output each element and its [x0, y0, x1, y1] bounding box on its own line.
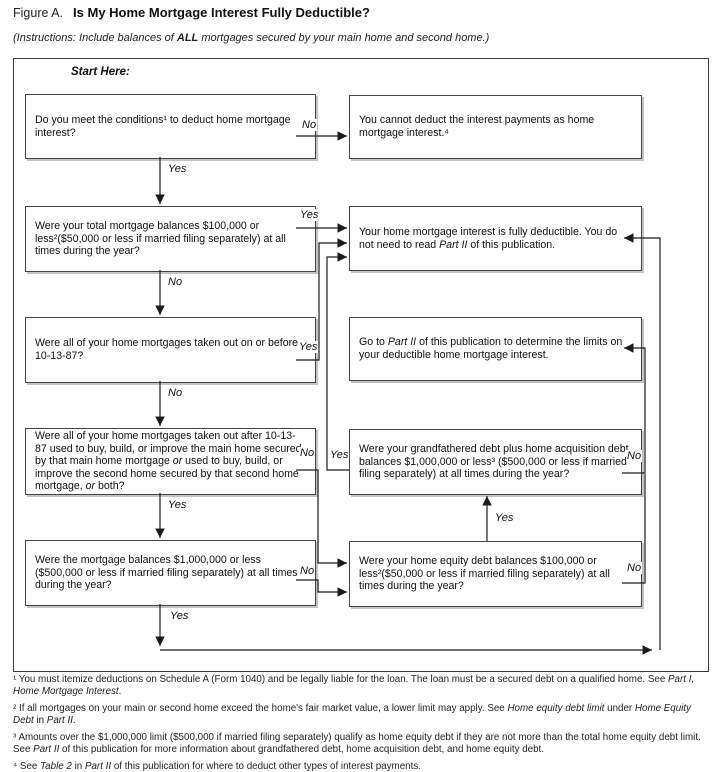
box-text: Do you meet the conditions¹ to deduct ho…: [35, 113, 291, 139]
page-title: Figure A. Is My Home Mortgage Interest F…: [13, 5, 370, 20]
box-text: Were your grandfathered debt plus home a…: [359, 443, 629, 481]
edge-label-grandfathered-yes: Yes: [329, 449, 350, 461]
box-q-balance-1m: Were the mortgage balances $1,000,000 or…: [25, 540, 316, 606]
box-q-meet-conditions: Do you meet the conditions¹ to deduct ho…: [25, 94, 316, 159]
box-r-cannot-deduct: You cannot deduct the interest payments …: [349, 95, 642, 159]
box-q-total-balances: Were your total mortgage balances $100,0…: [25, 206, 316, 272]
footnote-4: ⁴ See Table 2 in Part II of this publica…: [13, 761, 421, 772]
footnote-1: ¹ You must itemize deductions on Schedul…: [13, 674, 695, 698]
instructions-prefix: (Instructions: Include balances of: [13, 32, 177, 44]
box-text: Go to Part II of this publication to det…: [359, 336, 623, 361]
start-here-label: Start Here:: [71, 66, 130, 78]
box-text: Your home mortgage interest is fully ded…: [359, 225, 618, 251]
box-q-after-10-13-87: Were all of your home mortgages taken ou…: [25, 428, 316, 495]
box-text: Were your total mortgage balances $100,0…: [35, 220, 286, 258]
box-r-go-to-part2: Go to Part II of this publication to det…: [349, 317, 642, 381]
edge-label-conditions-no: No: [301, 119, 318, 131]
figure-label: Figure A.: [13, 6, 64, 20]
edge-label-homeequity-no: No: [626, 562, 643, 574]
figure-title: Is My Home Mortgage Interest Fully Deduc…: [73, 5, 370, 20]
instructions-bold: ALL: [176, 32, 199, 44]
box-q-before-10-13-87: Were all of your home mortgages taken ou…: [25, 317, 316, 383]
footnote-2: ² If all mortgages on your main or secon…: [13, 703, 692, 727]
box-text: Were all of your home mortgages taken ou…: [35, 337, 299, 362]
edge-label-before87-no: No: [167, 387, 184, 399]
edge-label-grandfathered-no: No: [626, 450, 643, 462]
box-r-fully-deductible: Your home mortgage interest is fully ded…: [349, 206, 642, 271]
instructions-line: (Instructions: Include balances of ALL m…: [13, 32, 489, 44]
box-q-home-equity: Were your home equity debt balances $100…: [349, 541, 642, 607]
instructions-suffix: mortgages secured by your main home and …: [198, 32, 490, 44]
box-text: Were your home equity debt balances $100…: [359, 555, 610, 593]
edge-label-homeequity-yes: Yes: [494, 512, 515, 524]
footnote-3: ³ Amounts over the $1,000,000 limit ($50…: [13, 732, 701, 756]
edge-label-balance1m-yes: Yes: [169, 610, 190, 622]
box-text: Were the mortgage balances $1,000,000 or…: [35, 554, 298, 592]
box-q-grandfathered-debt: Were your grandfathered debt plus home a…: [349, 429, 642, 495]
edge-label-before87-yes: Yes: [298, 341, 319, 353]
edge-label-after87-yes: Yes: [167, 499, 188, 511]
edge-label-total-yes: Yes: [299, 209, 320, 221]
box-text: Were all of your home mortgages taken ou…: [35, 430, 302, 493]
edge-label-conditions-yes: Yes: [167, 163, 188, 175]
box-text: You cannot deduct the interest payments …: [359, 114, 595, 139]
edge-label-total-no: No: [167, 276, 184, 288]
edge-label-balance1m-no: No: [299, 565, 316, 577]
footnotes: ¹ You must itemize deductions on Schedul…: [13, 674, 709, 772]
edge-label-after87-no: No: [299, 447, 316, 459]
